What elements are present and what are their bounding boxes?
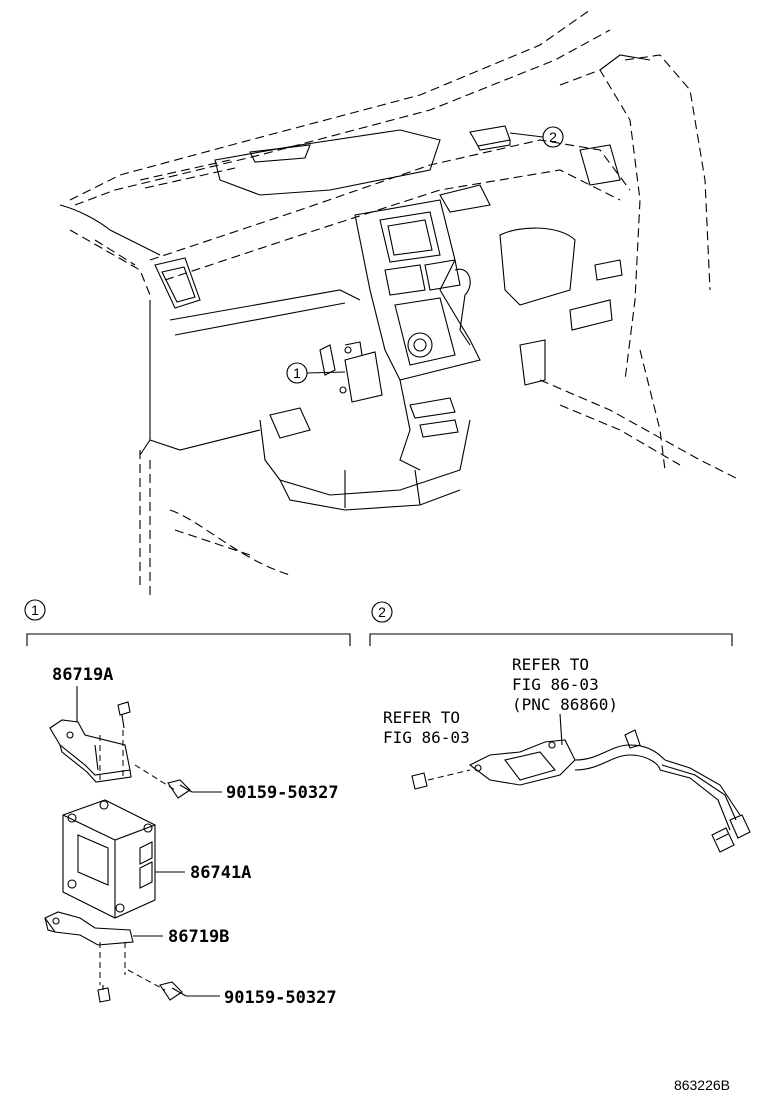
refer-right-line3: (PNC 86860) [512, 695, 618, 714]
module-86741a [62, 799, 185, 919]
section-1-callout: 1 [31, 602, 39, 618]
section-1-header: 1 [24, 599, 351, 646]
callout-1-number: 1 [293, 365, 301, 381]
figure-code: 863226B [674, 1077, 730, 1093]
bracket-86719b [44, 911, 166, 1003]
section-2-callout: 2 [378, 604, 386, 620]
callout-2-number: 2 [549, 129, 557, 145]
part-90159-50327-top-label: 90159-50327 [226, 783, 339, 803]
part-90159-50327-bottom-label: 90159-50327 [224, 988, 337, 1008]
part-86741a-label: 86741A [190, 863, 251, 883]
bracket-86719a [49, 686, 176, 791]
refer-right-line2: FIG 86-03 [512, 675, 599, 694]
sensor-assembly [411, 713, 751, 853]
callout-1-dashboard: 1 [286, 362, 346, 384]
section-2-header: 2 [369, 601, 733, 646]
bolt-bottom [159, 981, 220, 1001]
part-86719b-label: 86719B [168, 927, 229, 947]
callout-2-dashboard: 2 [509, 126, 564, 148]
part-86719a-label: 86719A [52, 665, 113, 685]
dashboard-illustration [59, 9, 741, 600]
refer-right-line1: REFER TO [512, 655, 589, 674]
refer-left-line1: REFER TO [383, 708, 460, 727]
bolt-top [167, 779, 222, 799]
refer-left-line2: FIG 86-03 [383, 728, 470, 747]
